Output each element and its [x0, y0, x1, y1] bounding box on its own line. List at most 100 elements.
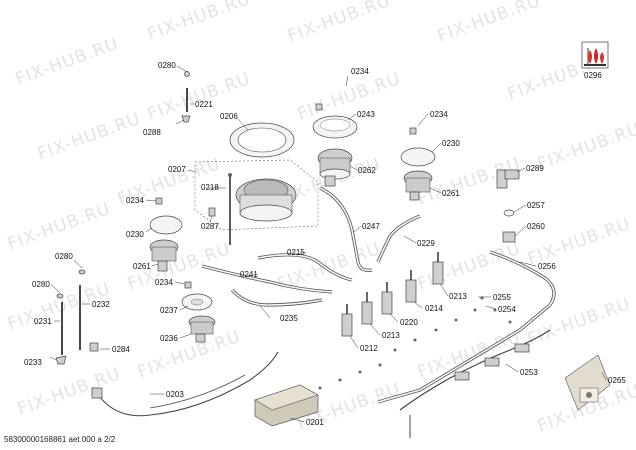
- label-0220: 0220: [400, 318, 418, 327]
- label-0237: 0237: [160, 306, 178, 315]
- label-0288: 0288: [143, 128, 161, 137]
- burner-cap-0230-left: [149, 215, 183, 235]
- label-0234: 0234: [126, 196, 144, 205]
- watermark: FIX-HUB.RU: [535, 119, 636, 175]
- label-0255: 0255: [493, 293, 511, 302]
- label-0207: 0207: [168, 165, 186, 174]
- label-0215: 0215: [287, 248, 305, 257]
- part-labels: 0280 0221 0288 0206 0207 0218 0287 0234 …: [24, 61, 626, 427]
- burner-cap-0230: [400, 147, 436, 167]
- pipe-0247: [319, 186, 373, 272]
- valve-0213-b: [361, 292, 373, 325]
- label-0280: 0280: [55, 252, 73, 261]
- label-0234: 0234: [155, 278, 173, 287]
- screw-0287: [208, 207, 216, 217]
- leader-lines: [49, 65, 607, 423]
- label-0232: 0232: [92, 300, 110, 309]
- watermark: FIX-HUB.RU: [13, 34, 122, 90]
- label-0230: 0230: [442, 139, 460, 148]
- screw-0234-a: [315, 103, 323, 111]
- label-0230: 0230: [126, 230, 144, 239]
- screw-0234-d: [184, 281, 192, 289]
- burner-body-0262: [317, 148, 353, 187]
- nut-0260: [502, 231, 516, 243]
- switch-module-0265: [564, 354, 611, 411]
- watermark: FIX-HUB.RU: [285, 0, 394, 47]
- pipe-0241: [201, 264, 333, 294]
- label-0235: 0235: [280, 314, 298, 323]
- valve-0212: [341, 304, 353, 337]
- watermark-layer: FIX-HUB.RU FIX-HUB.RU FIX-HUB.RU FIX-HUB…: [5, 0, 636, 437]
- label-0261: 0261: [442, 189, 460, 198]
- label-0256: 0256: [538, 262, 556, 271]
- label-0254: 0254: [498, 305, 516, 314]
- burner-ring-0206: [229, 122, 295, 158]
- gas-flame-icon: [581, 41, 609, 69]
- label-0229: 0229: [417, 239, 435, 248]
- burner-body-0261: [403, 170, 433, 201]
- label-0206: 0206: [220, 112, 238, 121]
- label-0265: 0265: [608, 376, 626, 385]
- clip-0233: [55, 355, 67, 365]
- label-0260: 0260: [527, 222, 545, 231]
- pipe-0235: [230, 288, 323, 307]
- thermocouple-0218: [228, 173, 232, 245]
- label-0241: 0241: [240, 270, 258, 279]
- label-0231: 0231: [34, 317, 52, 326]
- burner-body-0236: [188, 315, 216, 343]
- gas-rail-0256: [377, 250, 556, 404]
- wiring-harness-0203: [91, 351, 279, 417]
- pipe-0215: [257, 253, 353, 282]
- label-0233: 0233: [24, 358, 42, 367]
- ignition-module-0253: [399, 329, 551, 438]
- valve-0213-a: [432, 252, 444, 285]
- watermark: FIX-HUB.RU: [525, 294, 634, 350]
- pipe-0229: [376, 214, 421, 263]
- watermark: FIX-HUB.RU: [5, 199, 114, 255]
- label-0257: 0257: [527, 201, 545, 210]
- label-0253: 0253: [520, 368, 538, 377]
- label-0284: 0284: [112, 345, 130, 354]
- washer-0280-left-b: [56, 293, 64, 299]
- screw-0234-b: [409, 127, 417, 135]
- label-0213: 0213: [382, 331, 400, 340]
- label-0234: 0234: [351, 67, 369, 76]
- label-0234: 0234: [430, 110, 448, 119]
- valve-0220: [381, 282, 393, 315]
- label-0214: 0214: [425, 304, 443, 313]
- label-0296: 0296: [584, 71, 602, 80]
- label-0289: 0289: [526, 164, 544, 173]
- label-0247: 0247: [362, 222, 380, 231]
- valve-0214: [405, 270, 417, 303]
- nut-0284: [89, 342, 99, 352]
- screw-set: [318, 296, 512, 390]
- washer-0280-left: [78, 269, 86, 275]
- label-0280: 0280: [32, 280, 50, 289]
- label-0201: 0201: [306, 418, 324, 427]
- watermark: FIX-HUB.RU: [295, 69, 404, 125]
- watermark: FIX-HUB.RU: [35, 109, 144, 165]
- elbow-0289: [496, 169, 520, 189]
- label-0287: 0287: [201, 222, 219, 231]
- burner-cap-0243: [312, 115, 358, 139]
- label-0280: 0280: [158, 61, 176, 70]
- label-0243: 0243: [357, 110, 375, 119]
- watermark: FIX-HUB.RU: [145, 0, 254, 45]
- burner-base-0207: [194, 159, 319, 231]
- watermark: FIX-HUB.RU: [435, 0, 544, 47]
- clip-0288: [181, 115, 191, 123]
- burner-body-0261-left: [149, 239, 179, 272]
- label-0236: 0236: [160, 334, 178, 343]
- electrode-0221: [184, 71, 190, 112]
- burner-cap-0237: [181, 293, 213, 311]
- washer-0257: [503, 209, 515, 217]
- label-0203: 0203: [166, 390, 184, 399]
- screw-0234-c: [155, 197, 163, 205]
- watermark: FIX-HUB.RU: [15, 364, 124, 420]
- label-0262: 0262: [358, 166, 376, 175]
- document-reference: 58300000168861 aet 000 a 2/2: [4, 435, 116, 444]
- label-0261: 0261: [133, 262, 151, 271]
- watermark: FIX-HUB.RU: [135, 327, 244, 383]
- label-0213: 0213: [449, 292, 467, 301]
